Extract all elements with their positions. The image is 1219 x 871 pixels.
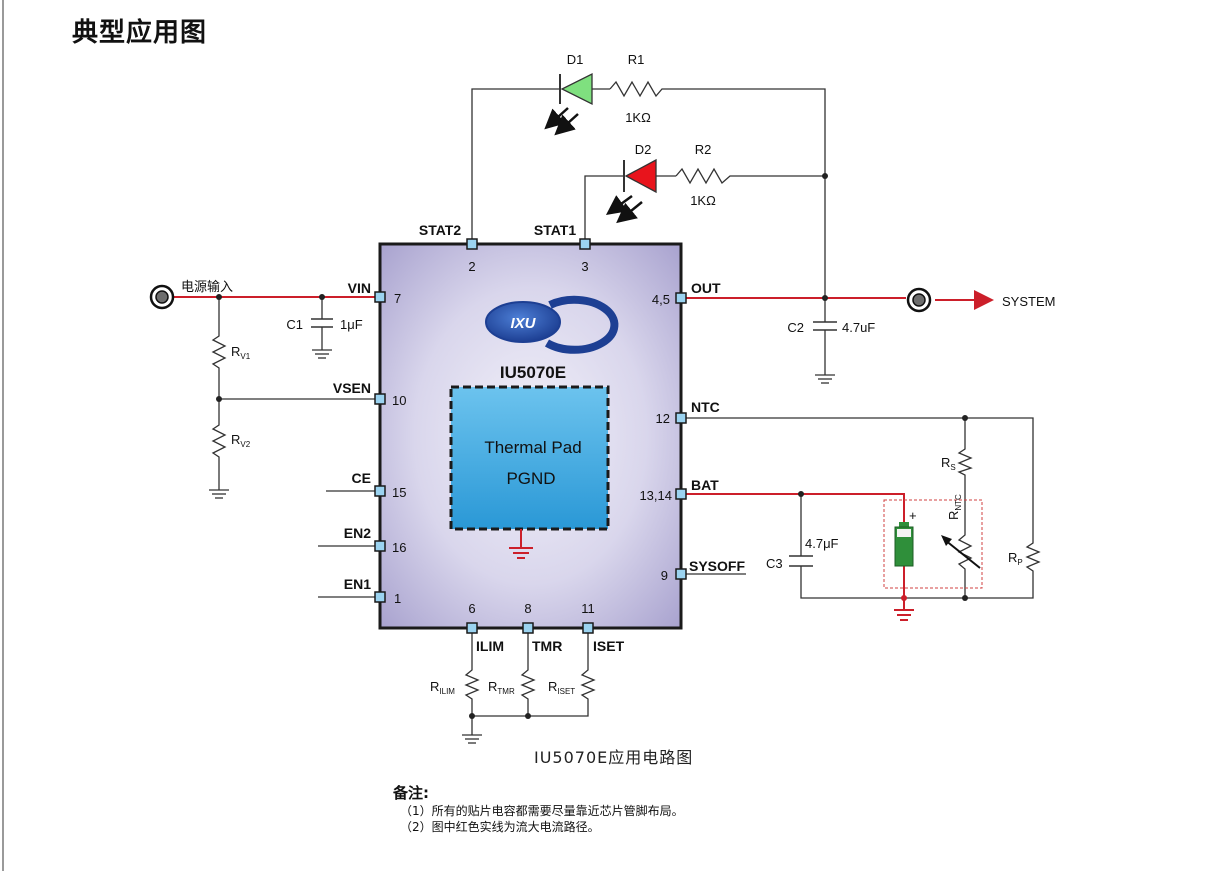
resistor-rntc: [941, 532, 981, 575]
page-title: 典型应用图: [72, 18, 208, 48]
c3-value: 4.7μF: [805, 536, 839, 551]
pin-en1-number: 1: [394, 591, 401, 606]
rntc-label: RNTC: [946, 494, 963, 520]
battery-plus-label: +: [909, 508, 917, 523]
rs-label: RS: [941, 455, 956, 472]
note-item: （1）所有的贴片电容都需要尽量靠近芯片管脚布局。: [400, 804, 684, 818]
resistor-rtmr: [520, 667, 536, 703]
pin-tmr-number: 8: [524, 601, 531, 616]
r1-label: R1: [628, 52, 645, 67]
pin-stat2-label: STAT2: [419, 222, 461, 238]
resistor-riset: [580, 667, 596, 703]
r2-label: R2: [695, 142, 712, 157]
pin-en1-label: EN1: [344, 576, 371, 592]
pin-stat2-number: 2: [468, 259, 475, 274]
rp-label: RP: [1008, 550, 1023, 567]
pin-en2-number: 16: [392, 540, 406, 555]
c1-value: 1μF: [340, 317, 363, 332]
input-label: 电源输入: [181, 279, 233, 294]
resistor-rilim: [464, 667, 480, 703]
pin-bat-number: 13,14: [639, 488, 672, 503]
pin-stat1-number: 3: [581, 259, 588, 274]
thermal-pad: [449, 385, 610, 531]
c1-label: C1: [286, 317, 303, 332]
pin-sysoff-number: 9: [661, 568, 668, 583]
led-d1: [544, 72, 610, 136]
riset-label: RISET: [548, 679, 575, 696]
pin-ilim-number: 6: [468, 601, 475, 616]
pin-vsen-label: VSEN: [333, 380, 371, 396]
system-label: SYSTEM: [1002, 294, 1055, 309]
battery-ntc-box: [883, 499, 983, 589]
pin-ce-number: 15: [392, 485, 406, 500]
c3-label: C3: [766, 556, 783, 571]
led-d2: [605, 158, 676, 224]
pin-vin-label: VIN: [348, 280, 371, 296]
pin-ntc-label: NTC: [691, 399, 720, 415]
c2-value: 4.7uF: [842, 320, 875, 335]
rv1-label: RV1: [231, 344, 251, 361]
rtmr-label: RTMR: [488, 679, 515, 696]
c2-ground-symbol: [815, 374, 835, 384]
pin-iset-label: ISET: [593, 638, 625, 654]
pin-bat-label: BAT: [691, 477, 719, 493]
ground-symbol-bat: [894, 609, 914, 621]
d2-label: D2: [635, 142, 652, 157]
rv2-ground-symbol: [209, 489, 229, 499]
resistor-r2: [675, 167, 735, 185]
pgnd-ground-symbol: [509, 529, 533, 559]
pin-iset-number: 11: [581, 601, 595, 616]
pin-ntc-number: 12: [656, 411, 670, 426]
thermal-pad-label: Thermal Pad: [484, 438, 581, 457]
pin-vin-number: 7: [394, 291, 401, 306]
rv2-label: RV2: [231, 432, 251, 449]
capacitor-c1: [311, 318, 333, 328]
notes-title: 备注:: [393, 784, 429, 802]
high-current-path: [170, 290, 994, 610]
pin-vsen-number: 10: [392, 393, 406, 408]
pin-ilim-label: ILIM: [476, 638, 504, 654]
resistor-rp: [1025, 540, 1041, 578]
r2-value: 1KΩ: [690, 193, 716, 208]
resistor-rs: [957, 446, 973, 476]
pin-stat1-label: STAT1: [534, 222, 576, 238]
thermal-pad-pgnd-label: PGND: [506, 469, 555, 488]
d1-label: D1: [567, 52, 584, 67]
pin-out-label: OUT: [691, 280, 721, 296]
c1-ground-symbol: [312, 349, 332, 359]
ixu-logo: IXU: [485, 295, 619, 354]
pin-ce-label: CE: [352, 470, 371, 486]
diagram-caption: IU5070E应用电路图: [534, 748, 694, 767]
resistor-rv1: [211, 332, 227, 372]
svg-text:IXU: IXU: [510, 315, 536, 332]
resistor-r1: [609, 80, 665, 98]
capacitor-c2: [813, 321, 837, 331]
r1-value: 1KΩ: [625, 110, 651, 125]
resistor-rv2: [211, 421, 227, 460]
ic-name: IU5070E: [500, 363, 566, 382]
battery: [894, 522, 914, 567]
pin-squares: [374, 238, 687, 634]
junction-dots: [216, 173, 968, 719]
note-item: （2）图中红色实线为流大电流路径。: [400, 820, 600, 834]
left-frame-border: [2, 0, 4, 871]
output-connector: [906, 287, 932, 313]
pin-out-number: 4,5: [652, 292, 670, 307]
pin-tmr-label: TMR: [532, 638, 562, 654]
pin-sysoff-label: SYSOFF: [689, 558, 745, 574]
bottom-ground-symbol: [462, 734, 482, 744]
c2-label: C2: [787, 320, 804, 335]
input-connector: [149, 284, 175, 310]
capacitor-c3: [789, 555, 813, 567]
pin-en2-label: EN2: [344, 525, 371, 541]
rilim-label: RILIM: [430, 679, 455, 696]
